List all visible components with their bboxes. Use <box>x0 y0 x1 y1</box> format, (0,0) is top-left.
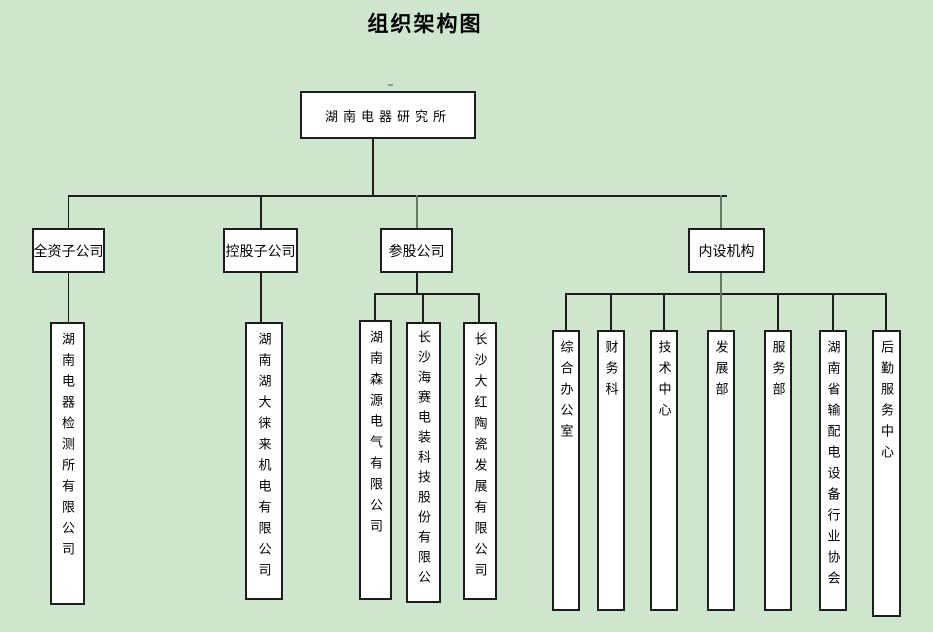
node-leaf-label: 服务部 <box>770 340 786 403</box>
node-leaf-label: 湖南省输配电设备行业协会 <box>825 340 841 592</box>
connector-drop-branch-1 <box>260 195 262 228</box>
connector-leaf-2-0 <box>374 293 376 320</box>
stray-mark <box>388 84 393 86</box>
node-root-label: 湖南电器研究所 <box>324 108 451 124</box>
connector-branch2-stem <box>416 273 418 294</box>
node-leaf-label: 财务科 <box>603 340 619 403</box>
connector-main-horizontal <box>68 195 727 197</box>
node-branch-label: 参股公司 <box>388 242 445 259</box>
node-leaf-senyuan: 湖南森源电气有限公司 <box>359 320 392 600</box>
connector-leaf-2-2 <box>478 293 480 322</box>
node-leaf-service: 服务部 <box>764 330 792 611</box>
connector-leaf-3-4 <box>777 293 779 330</box>
node-leaf-finance: 财务科 <box>597 330 625 611</box>
connector-drop-branch-0 <box>67 195 69 228</box>
node-leaf-label: 湖南电器检测所有限公司 <box>60 332 75 563</box>
node-branch-holding: 控股子公司 <box>223 228 298 273</box>
connector-leaf-3-2 <box>663 293 665 330</box>
node-leaf-development: 发展部 <box>707 330 735 611</box>
node-leaf-testing-institute: 湖南电器检测所有限公司 <box>50 322 85 605</box>
node-branch-label: 全资子公司 <box>33 242 104 259</box>
node-leaf-label: 长沙海赛电装科技股份有限公 <box>416 330 431 590</box>
node-leaf-label: 湖南森源电气有限公司 <box>368 330 383 540</box>
connector-branch3-stem <box>720 273 722 330</box>
connector-branch2-horizontal <box>374 293 480 295</box>
connector-root-drop <box>372 139 374 196</box>
node-branch-label: 内设机构 <box>698 242 755 259</box>
node-leaf-label: 发展部 <box>713 340 729 403</box>
node-root: 湖南电器研究所 <box>300 91 476 139</box>
connector-leaf-3-1 <box>610 293 612 330</box>
node-leaf-hudalailai: 湖南湖大徕来机电有限公司 <box>245 322 283 600</box>
connector-drop-branch-2 <box>416 195 418 228</box>
node-leaf-label: 湖南湖大徕来机电有限公司 <box>256 332 272 584</box>
node-leaf-tech-center: 技术中心 <box>650 330 678 611</box>
connector-drop-branch-3 <box>720 195 722 228</box>
node-leaf-general-office: 综合办公室 <box>552 330 580 611</box>
node-branch-label: 控股子公司 <box>225 242 296 259</box>
connector-leaf-3-6 <box>885 293 887 330</box>
connector-branch3-horizontal <box>565 293 886 295</box>
connector-branch0-child <box>67 273 69 322</box>
node-leaf-industry-association: 湖南省输配电设备行业协会 <box>819 330 847 611</box>
node-leaf-label: 后勤服务中心 <box>879 340 894 466</box>
connector-branch1-child <box>260 273 262 322</box>
connector-leaf-3-5 <box>832 293 834 330</box>
connector-leaf-3-0 <box>565 293 567 330</box>
node-leaf-label: 综合办公室 <box>558 340 574 445</box>
node-branch-equity: 参股公司 <box>380 228 453 273</box>
connector-leaf-2-1 <box>422 293 424 322</box>
page-title: 组织架构图 <box>367 13 483 36</box>
node-leaf-label: 技术中心 <box>656 340 672 424</box>
node-leaf-dahong: 长沙大红陶瓷发展有限公司 <box>463 322 497 600</box>
node-leaf-haisai: 长沙海赛电装科技股份有限公 <box>406 322 441 603</box>
node-leaf-label: 长沙大红陶瓷发展有限公司 <box>472 332 488 584</box>
node-leaf-logistics: 后勤服务中心 <box>872 330 901 617</box>
node-branch-internal: 内设机构 <box>688 228 765 273</box>
node-branch-wholly-owned: 全资子公司 <box>32 228 105 273</box>
